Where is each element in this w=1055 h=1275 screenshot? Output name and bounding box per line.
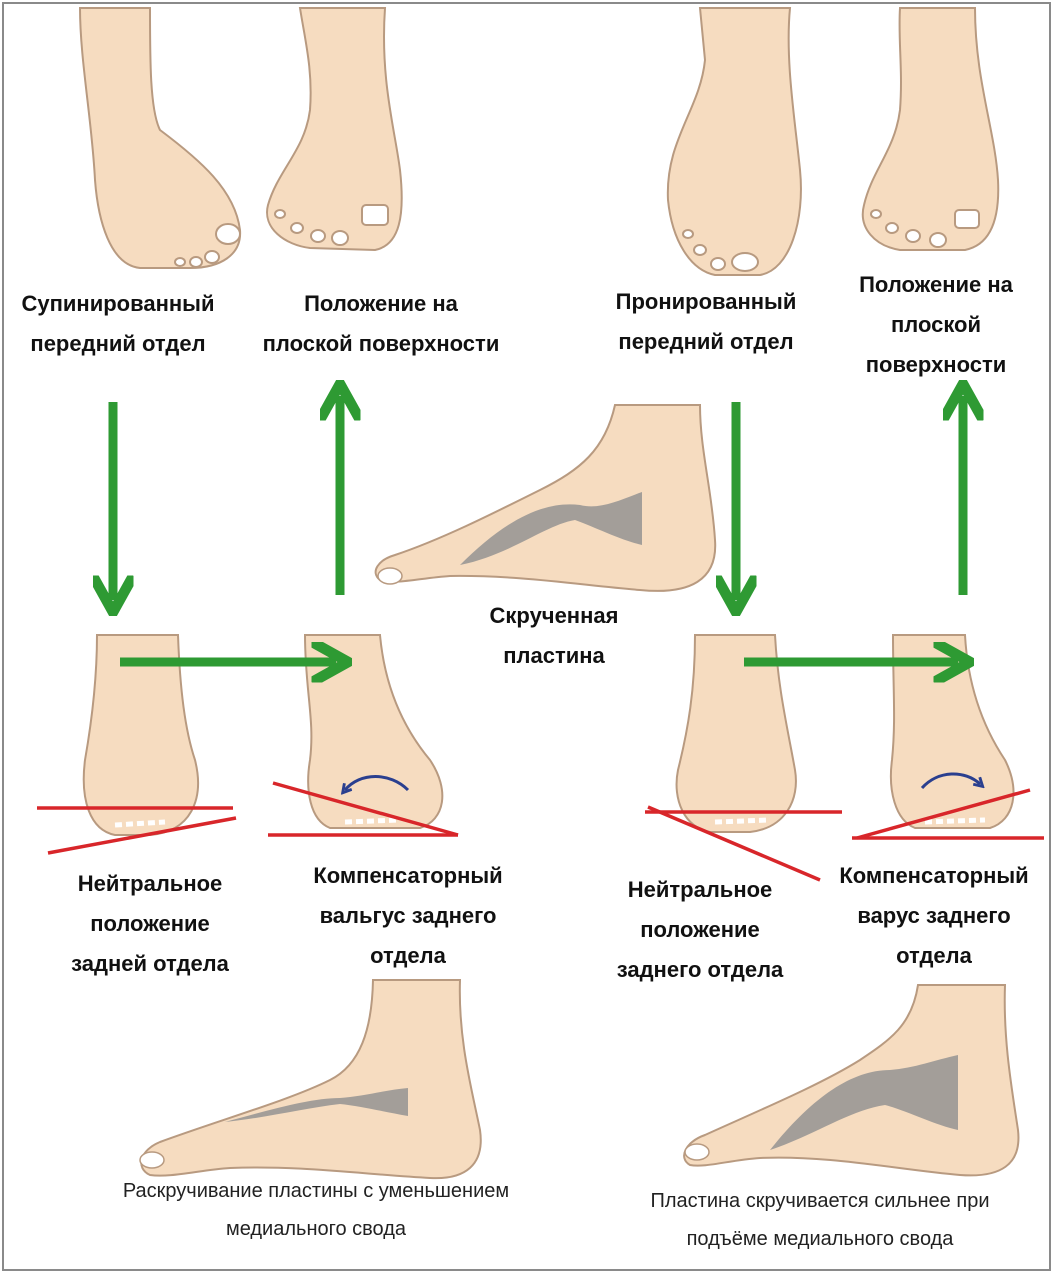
compensatory-valgus-heel — [303, 634, 444, 829]
valgus-rotation-arrow — [345, 775, 410, 791]
label-flat-position-right: Положение на плоской поверхности — [859, 272, 1013, 377]
twisting-plate-foot — [683, 984, 1020, 1177]
untwisting-plate-foot — [139, 979, 482, 1180]
label-compensatory-valgus: Компенсаторный вальгус заднего отдела — [313, 863, 503, 968]
valgus-heel-line — [272, 781, 459, 837]
varus-rotation-arrow — [920, 772, 980, 790]
flat-surface-foot-left — [266, 7, 403, 252]
caption-twisting-more: Пластина скручивается сильнее при подъём… — [650, 1190, 990, 1250]
label-compensatory-varus: Компенсаторный варус заднего отдела — [839, 863, 1029, 968]
twisted-plate-foot — [374, 404, 717, 592]
label-flat-position-left: Положение на плоской поверхности — [262, 291, 500, 356]
varus-heel-line — [856, 788, 1031, 840]
label-supinated-forefoot: Супинированный передний отдел — [21, 291, 215, 356]
neutral-left-heel-line — [47, 816, 237, 855]
label-pronated-forefoot: Пронированный передний отдел — [615, 289, 797, 354]
caption-untwisting: Раскручивание пластины с уменьшением мед… — [122, 1180, 510, 1240]
label-neutral-rearfoot-left: Нейтральное положение задней отдела — [71, 871, 229, 976]
supinated-forefoot-foot — [78, 7, 242, 269]
pronated-forefoot-foot — [666, 7, 802, 276]
neutral-right-heel-line — [647, 805, 821, 882]
label-neutral-rearfoot-right: Нейтральное положение заднего отдела — [616, 877, 784, 982]
green-arrows — [113, 396, 963, 662]
flat-surface-foot-right — [861, 7, 1000, 251]
label-twisted-plate: Скрученная пластина — [489, 603, 619, 668]
alignment-lines — [37, 781, 1044, 882]
neutral-rearfoot-right-heel — [675, 634, 797, 833]
